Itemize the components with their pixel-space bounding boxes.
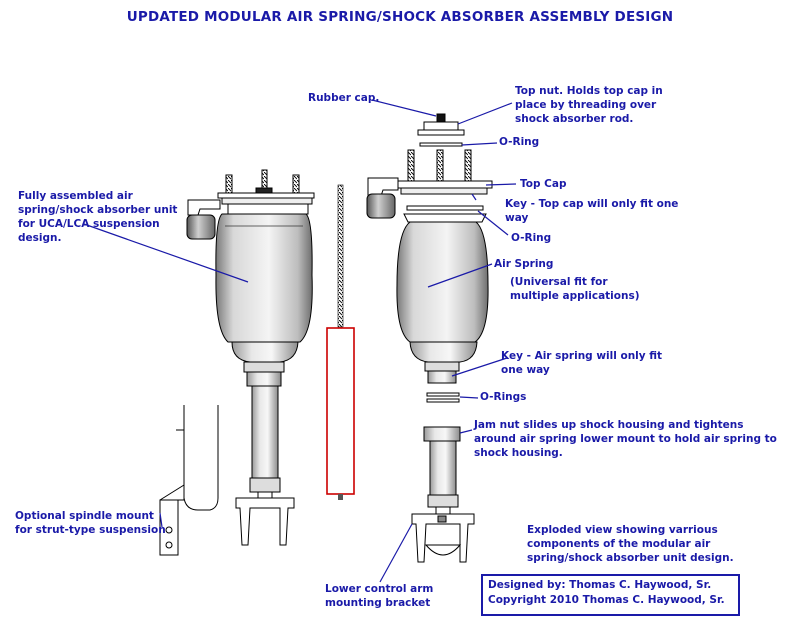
lower-control-arm-label: Lower control arm mounting bracket: [325, 582, 433, 610]
copyright-text: Copyright 2010 Thomas C. Haywood, Sr.: [488, 594, 725, 606]
lower-control-arm-line-1: Lower control arm: [325, 583, 434, 595]
universal-fit-line-2: multiple applications): [510, 290, 640, 302]
exploded-view: [366, 113, 493, 563]
leader-lines: [83, 99, 517, 583]
key-top-cap-line-2: way: [505, 212, 529, 224]
exploded-view-line-1: Exploded view showing varrious: [527, 524, 718, 536]
key-top-cap-line-1: Key - Top cap will only fit one: [505, 198, 679, 210]
key-air-spring-line-2: one way: [501, 364, 550, 376]
air-spring-text: Air Spring: [494, 258, 554, 270]
shock-absorber: [326, 184, 355, 500]
jam-nut-label: Jam nut slides up shock housing and tigh…: [474, 418, 777, 460]
key-top-cap-label: Key - Top cap will only fit one way: [505, 197, 678, 225]
optional-spindle-line-1: Optional spindle mount: [15, 510, 154, 522]
jam-nut-line-3: shock housing.: [474, 447, 563, 459]
air-spring-label: Air Spring: [494, 257, 553, 271]
top-nut-line-3: shock absorber rod.: [515, 113, 634, 125]
exploded-view-line-3: spring/shock absorber unit design.: [527, 552, 734, 564]
exploded-view-line-2: components of the modular air: [527, 538, 711, 550]
o-rings-label: O-Rings: [480, 390, 526, 404]
key-air-spring-label: Key - Air spring will only fit one way: [501, 349, 662, 377]
o-ring-mid-label: O-Ring: [511, 231, 551, 245]
top-nut-line-1: Top nut. Holds top cap in: [515, 85, 663, 97]
lower-control-arm-line-2: mounting bracket: [325, 597, 431, 609]
diagram-title: UPDATED MODULAR AIR SPRING/SHOCK ABSORBE…: [126, 9, 674, 25]
top-cap-text: Top Cap: [520, 178, 567, 190]
fully-assembled-line-3: for UCA/LCA suspension: [18, 218, 160, 230]
fully-assembled-label: Fully assembled air spring/shock absorbe…: [18, 189, 177, 245]
rubber-cap-text: Rubber cap.: [308, 92, 380, 104]
key-air-spring-line-1: Key - Air spring will only fit: [501, 350, 663, 362]
o-rings-text: O-Rings: [480, 391, 527, 403]
fully-assembled-line-2: spring/shock absorber unit: [18, 204, 178, 216]
optional-spindle-line-2: for strut-type suspension: [15, 524, 166, 536]
top-nut-line-2: place by threading over: [515, 99, 657, 111]
fully-assembled-line-4: design.: [18, 232, 62, 244]
designed-by-text: Designed by: Thomas C. Haywood, Sr.: [488, 579, 712, 591]
top-nut-label: Top nut. Holds top cap in place by threa…: [515, 84, 663, 126]
rubber-cap-label: Rubber cap.: [308, 91, 379, 105]
o-ring-top-label: O-Ring: [499, 135, 539, 149]
exploded-view-label: Exploded view showing varrious component…: [527, 523, 734, 565]
credit-box: Designed by: Thomas C. Haywood, Sr. Copy…: [481, 574, 740, 616]
optional-spindle-label: Optional spindle mount for strut-type su…: [15, 509, 166, 537]
universal-fit-line-1: (Universal fit for: [510, 276, 608, 288]
spindle-mount: [159, 405, 219, 556]
jam-nut-line-1: Jam nut slides up shock housing and tigh…: [474, 419, 744, 431]
top-cap-label: Top Cap: [520, 177, 566, 191]
universal-fit-label: (Universal fit for multiple applications…: [510, 275, 640, 303]
o-ring-mid-text: O-Ring: [511, 232, 552, 244]
o-ring-top-text: O-Ring: [499, 136, 540, 148]
fully-assembled-line-1: Fully assembled air: [18, 190, 133, 202]
jam-nut-line-2: around air spring lower mount to hold ai…: [474, 433, 777, 445]
assembled-unit: [186, 169, 315, 546]
